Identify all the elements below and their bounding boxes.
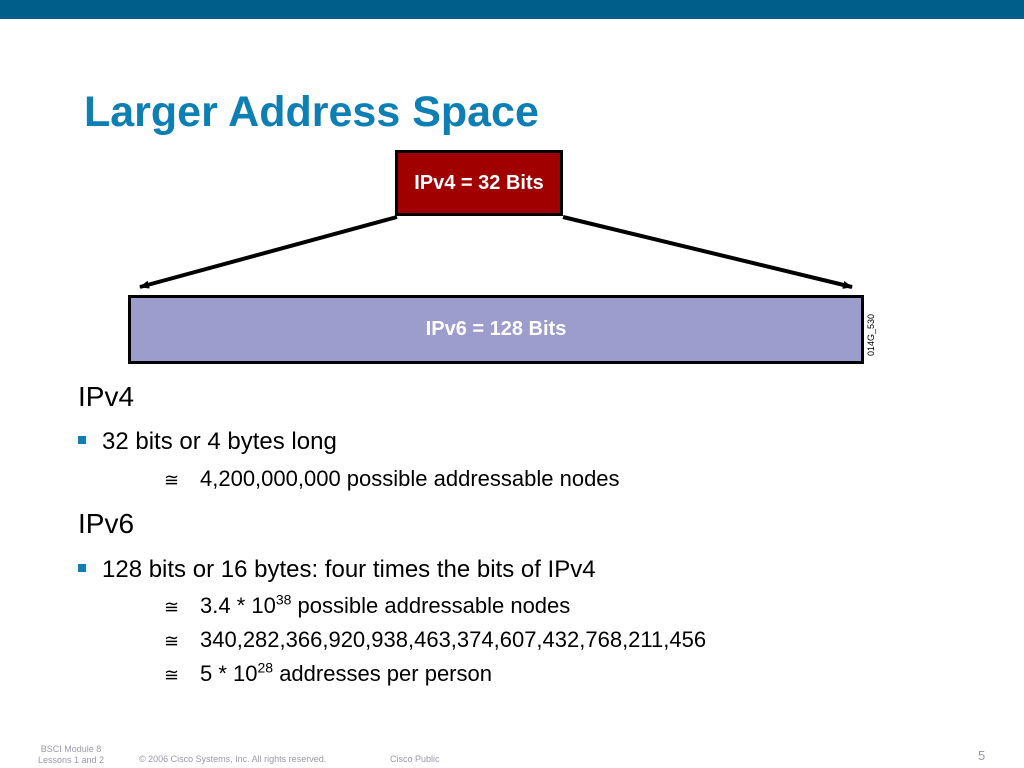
- top-bar: [0, 0, 1024, 19]
- square-bullet-icon: [78, 564, 86, 572]
- sub-text: 4,200,000,000 possible addressable nodes: [200, 466, 620, 491]
- approx-equal-icon: ≅: [164, 631, 180, 651]
- ipv4-box: IPv4 = 32 Bits: [395, 150, 563, 216]
- ipv6-box: IPv6 = 128 Bits: [128, 295, 864, 364]
- approx-equal-icon: ≅: [164, 470, 180, 490]
- square-bullet-icon: [78, 436, 86, 444]
- sub-item: ≅ 3.4 * 1038 possible addressable nodes: [164, 593, 570, 619]
- sub-item: ≅ 4,200,000,000 possible addressable nod…: [164, 466, 620, 492]
- superscript: 38: [275, 591, 292, 608]
- footer-classification: Cisco Public: [390, 754, 440, 764]
- slide-title: Larger Address Space: [84, 88, 539, 136]
- footer-module: BSCI Module 8 Lessons 1 and 2: [38, 744, 105, 765]
- sub-text: 5 * 1028 addresses per person: [200, 659, 492, 686]
- sub-item: ≅ 340,282,366,920,938,463,374,607,432,76…: [164, 627, 706, 653]
- approx-equal-icon: ≅: [164, 597, 180, 617]
- bullet-item: 128 bits or 16 bytes: four times the bit…: [78, 556, 596, 584]
- ipv4-label: IPv4 = 32 Bits: [414, 171, 544, 194]
- left-arrow: [139, 215, 398, 289]
- bullet-text: 32 bits or 4 bytes long: [102, 428, 337, 455]
- ipv6-label: IPv6 = 128 Bits: [425, 318, 567, 340]
- approx-equal-icon: ≅: [164, 665, 180, 685]
- sub-item: ≅ 5 * 1028 addresses per person: [164, 661, 492, 687]
- bullet-text: 128 bits or 16 bytes: four times the bit…: [102, 556, 596, 583]
- sub-text: 3.4 * 1038 possible addressable nodes: [200, 591, 571, 618]
- superscript: 28: [257, 659, 274, 676]
- bullet-item: 32 bits or 4 bytes long: [78, 428, 337, 456]
- section-heading-ipv6: IPv6: [78, 508, 135, 539]
- right-arrow: [562, 215, 853, 289]
- sub-text: 340,282,366,920,938,463,374,607,432,768,…: [200, 627, 707, 652]
- footer-copyright: © 2006 Cisco Systems, Inc. All rights re…: [139, 754, 327, 764]
- address-space-diagram: [139, 215, 853, 289]
- section-heading-ipv4: IPv4: [78, 381, 135, 412]
- page-number: 5: [978, 748, 986, 763]
